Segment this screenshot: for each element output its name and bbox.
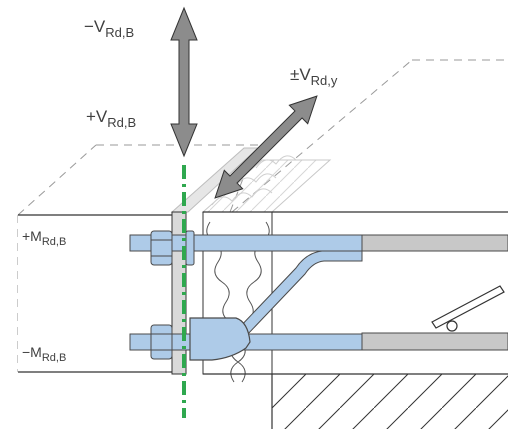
nut-top-right: [185, 230, 195, 266]
vertical-shear-arrow: [170, 6, 198, 158]
lateral-shear-arrow: [214, 95, 318, 199]
wall-below: [272, 374, 508, 429]
nut-bottom-left: [150, 324, 173, 360]
grey-rebar-top: [361, 234, 508, 252]
label-moment-positive-main: +M: [22, 228, 42, 244]
label-moment-positive-sub: Rd,B: [42, 236, 66, 248]
label-moment-positive: +MRd,B: [22, 228, 66, 248]
label-moment-negative-sub: Rd,B: [42, 352, 66, 364]
label-shear-positive-sub: Rd,B: [107, 115, 136, 130]
label-shear-lateral-sub: Rd,y: [311, 73, 338, 88]
label-shear-lateral: ±VRd,y: [290, 65, 338, 88]
grey-rebar-bottom: [361, 332, 508, 351]
label-shear-positive: +VRd,B: [86, 107, 136, 130]
label-moment-negative: −MRd,B: [22, 344, 66, 364]
label-shear-negative-main: −V: [84, 17, 106, 36]
label-shear-positive-main: +V: [86, 107, 108, 126]
label-shear-lateral-main: ±V: [290, 65, 311, 84]
diagonal-shear-bar: [236, 250, 363, 337]
support-bar: [431, 285, 505, 332]
nut-top-left: [150, 230, 173, 266]
insulation-top-waves: [211, 155, 297, 206]
label-moment-negative-main: −M: [22, 344, 42, 360]
label-shear-negative: −VRd,B: [84, 17, 134, 40]
label-shear-negative-sub: Rd,B: [105, 25, 134, 40]
compression-bearing: [189, 317, 251, 361]
